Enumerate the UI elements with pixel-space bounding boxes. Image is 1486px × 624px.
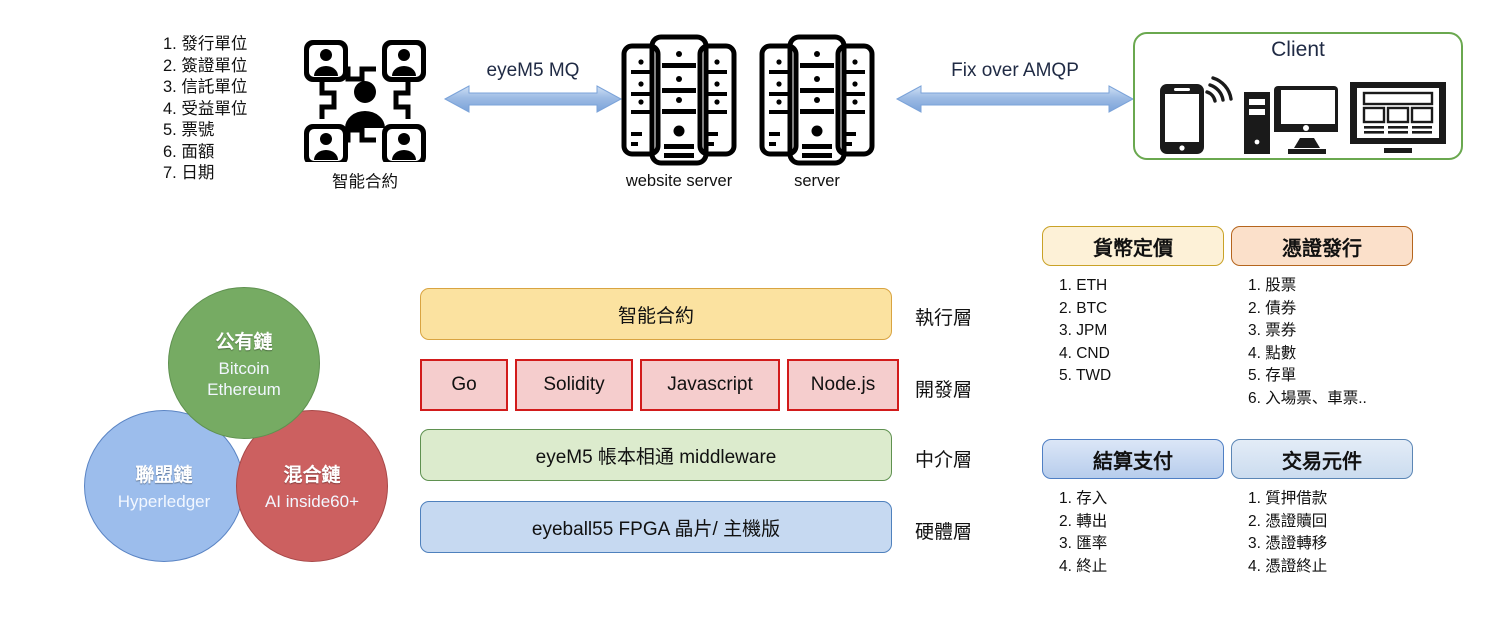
list-item: 3. 票券 — [1248, 322, 1297, 339]
venn-circle-consortium: 聯盟鏈 Hyperledger — [84, 410, 244, 562]
panel-transaction-components: 交易元件 1. 質押借款 2. 憑證贖回 3. 憑證轉移 4. 憑證終止 — [1231, 439, 1413, 578]
website-server-group: website server — [614, 32, 744, 191]
list-item: 1. 發行單位 — [163, 35, 248, 53]
panel-transaction-components-header: 交易元件 — [1231, 439, 1413, 479]
venn-consortium-title: 聯盟鏈 — [135, 465, 193, 486]
list-item: 3. 匯率 — [1059, 535, 1108, 552]
arrow-eyem5-mq: eyeM5 MQ — [443, 60, 623, 116]
panel-currency-pricing-list: 1. ETH 2. BTC 3. JPM 4. CND 5. TWD — [1042, 275, 1224, 388]
arrow-fix-over-amqp-label: Fix over AMQP — [951, 60, 1079, 81]
list-item: 5. 票號 — [163, 121, 215, 139]
list-item: 1. ETH — [1059, 277, 1108, 294]
list-item: 1. 存入 — [1059, 490, 1108, 507]
list-item: 7. 日期 — [163, 164, 215, 182]
layer-hardware-side-label: 硬體層 — [915, 522, 973, 543]
layer-development-side-label: 開發層 — [915, 380, 973, 401]
venn-public-title: 公有鏈 — [215, 331, 273, 353]
client-title: Client — [1271, 38, 1325, 61]
smart-contract-caption: 智能合約 — [332, 173, 398, 191]
server-tower-icons — [614, 32, 744, 167]
list-item: 4. 點數 — [1248, 344, 1297, 362]
dev-box-go-label: Go — [451, 374, 477, 395]
server-caption: server — [794, 172, 840, 190]
panel-certificate-issuance-header: 憑證發行 — [1231, 226, 1413, 266]
dev-box-nodejs-label: Node.js — [810, 374, 876, 395]
list-item: 5. 存單 — [1248, 367, 1297, 384]
layer-execution-side-label: 執行層 — [915, 308, 973, 329]
panel-certificate-issuance: 憑證發行 1. 股票 2. 債券 3. 票券 4. 點數 5. 存單 6. 入場… — [1231, 226, 1413, 410]
panel-currency-pricing-header: 貨幣定價 — [1042, 226, 1224, 266]
dev-box-nodejs: Node.js — [787, 359, 899, 411]
smart-contract-network-icon — [300, 36, 430, 166]
smartphone-icon — [1160, 76, 1233, 154]
list-item: 4. CND — [1059, 344, 1110, 362]
layer-hardware: eyeball55 FPGA 晶片/ 主機版 — [420, 501, 892, 553]
dev-box-solidity-label: Solidity — [543, 374, 605, 395]
server-group: server — [752, 32, 882, 191]
venn-hybrid-title: 混合鏈 — [283, 465, 341, 486]
list-item: 4. 受益單位 — [163, 99, 248, 118]
venn-consortium-subtitle: Hyperledger — [117, 492, 211, 511]
list-item: 6. 面額 — [163, 142, 215, 161]
panel-transaction-components-list: 1. 質押借款 2. 憑證贖回 3. 憑證轉移 4. 憑證終止 — [1231, 488, 1413, 578]
list-item: 4. 憑證終止 — [1248, 557, 1328, 575]
desktop-computer-icon — [1244, 86, 1338, 154]
panel-certificate-issuance-list: 1. 股票 2. 債券 3. 票券 4. 點數 5. 存單 6. 入場票、車票.… — [1231, 275, 1413, 410]
dev-box-javascript-label: Javascript — [667, 374, 753, 395]
list-item: 3. 信託單位 — [163, 78, 248, 96]
layer-hardware-label: eyeball55 FPGA 晶片/ 主機版 — [531, 518, 781, 540]
server-tower-icons — [752, 32, 882, 167]
client-device-icons — [1152, 76, 1448, 154]
list-item: 2. BTC — [1059, 299, 1108, 317]
list-item: 5. TWD — [1059, 367, 1112, 384]
list-item: 6. 入場票、車票.. — [1248, 389, 1367, 407]
list-item: 2. 債券 — [1248, 299, 1297, 317]
contract-field-list: 1. 發行單位 2. 簽證單位 3. 信託單位 4. 受益單位 5. 票號 6.… — [163, 34, 247, 185]
panel-settlement-payment: 結算支付 1. 存入 2. 轉出 3. 匯率 4. 終止 — [1042, 439, 1224, 578]
list-item: 3. 憑證轉移 — [1248, 535, 1328, 552]
dev-box-go: Go — [420, 359, 508, 411]
layer-middleware-label: eyeM5 帳本相通 middleware — [535, 446, 777, 468]
list-item: 2. 憑證贖回 — [1248, 512, 1328, 530]
dev-box-javascript: Javascript — [640, 359, 780, 411]
list-item: 4. 終止 — [1059, 557, 1108, 575]
venn-circle-public: 公有鏈 Bitcoin Ethereum — [168, 287, 320, 439]
layer-middleware-side-label: 中介層 — [915, 450, 973, 471]
monitor-icon — [1350, 82, 1446, 153]
venn-public-subtitle-2: Ethereum — [207, 379, 281, 399]
list-item: 1. 股票 — [1248, 277, 1297, 294]
layer-execution-label: 智能合約 — [617, 305, 694, 327]
website-server-caption: website server — [625, 172, 733, 190]
panel-currency-pricing: 貨幣定價 1. ETH 2. BTC 3. JPM 4. CND 5. TWD — [1042, 226, 1224, 388]
arrow-fix-over-amqp: Fix over AMQP — [895, 60, 1135, 116]
layer-execution: 智能合約 — [420, 288, 892, 340]
venn-hybrid-subtitle: AI inside60+ — [264, 492, 360, 511]
layer-middleware: eyeM5 帳本相通 middleware — [420, 429, 892, 481]
panel-settlement-payment-header: 結算支付 — [1042, 439, 1224, 479]
arrow-eyem5-mq-label: eyeM5 MQ — [486, 60, 580, 81]
list-item: 3. JPM — [1059, 322, 1108, 339]
list-item: 2. 簽證單位 — [163, 56, 248, 75]
dev-box-solidity: Solidity — [515, 359, 633, 411]
panel-settlement-payment-list: 1. 存入 2. 轉出 3. 匯率 4. 終止 — [1042, 488, 1224, 578]
venn-public-subtitle-1: Bitcoin — [218, 358, 270, 378]
layer-development: Go Solidity Javascript Node.js — [420, 359, 899, 411]
list-item: 1. 質押借款 — [1248, 490, 1328, 507]
list-item: 2. 轉出 — [1059, 512, 1108, 530]
